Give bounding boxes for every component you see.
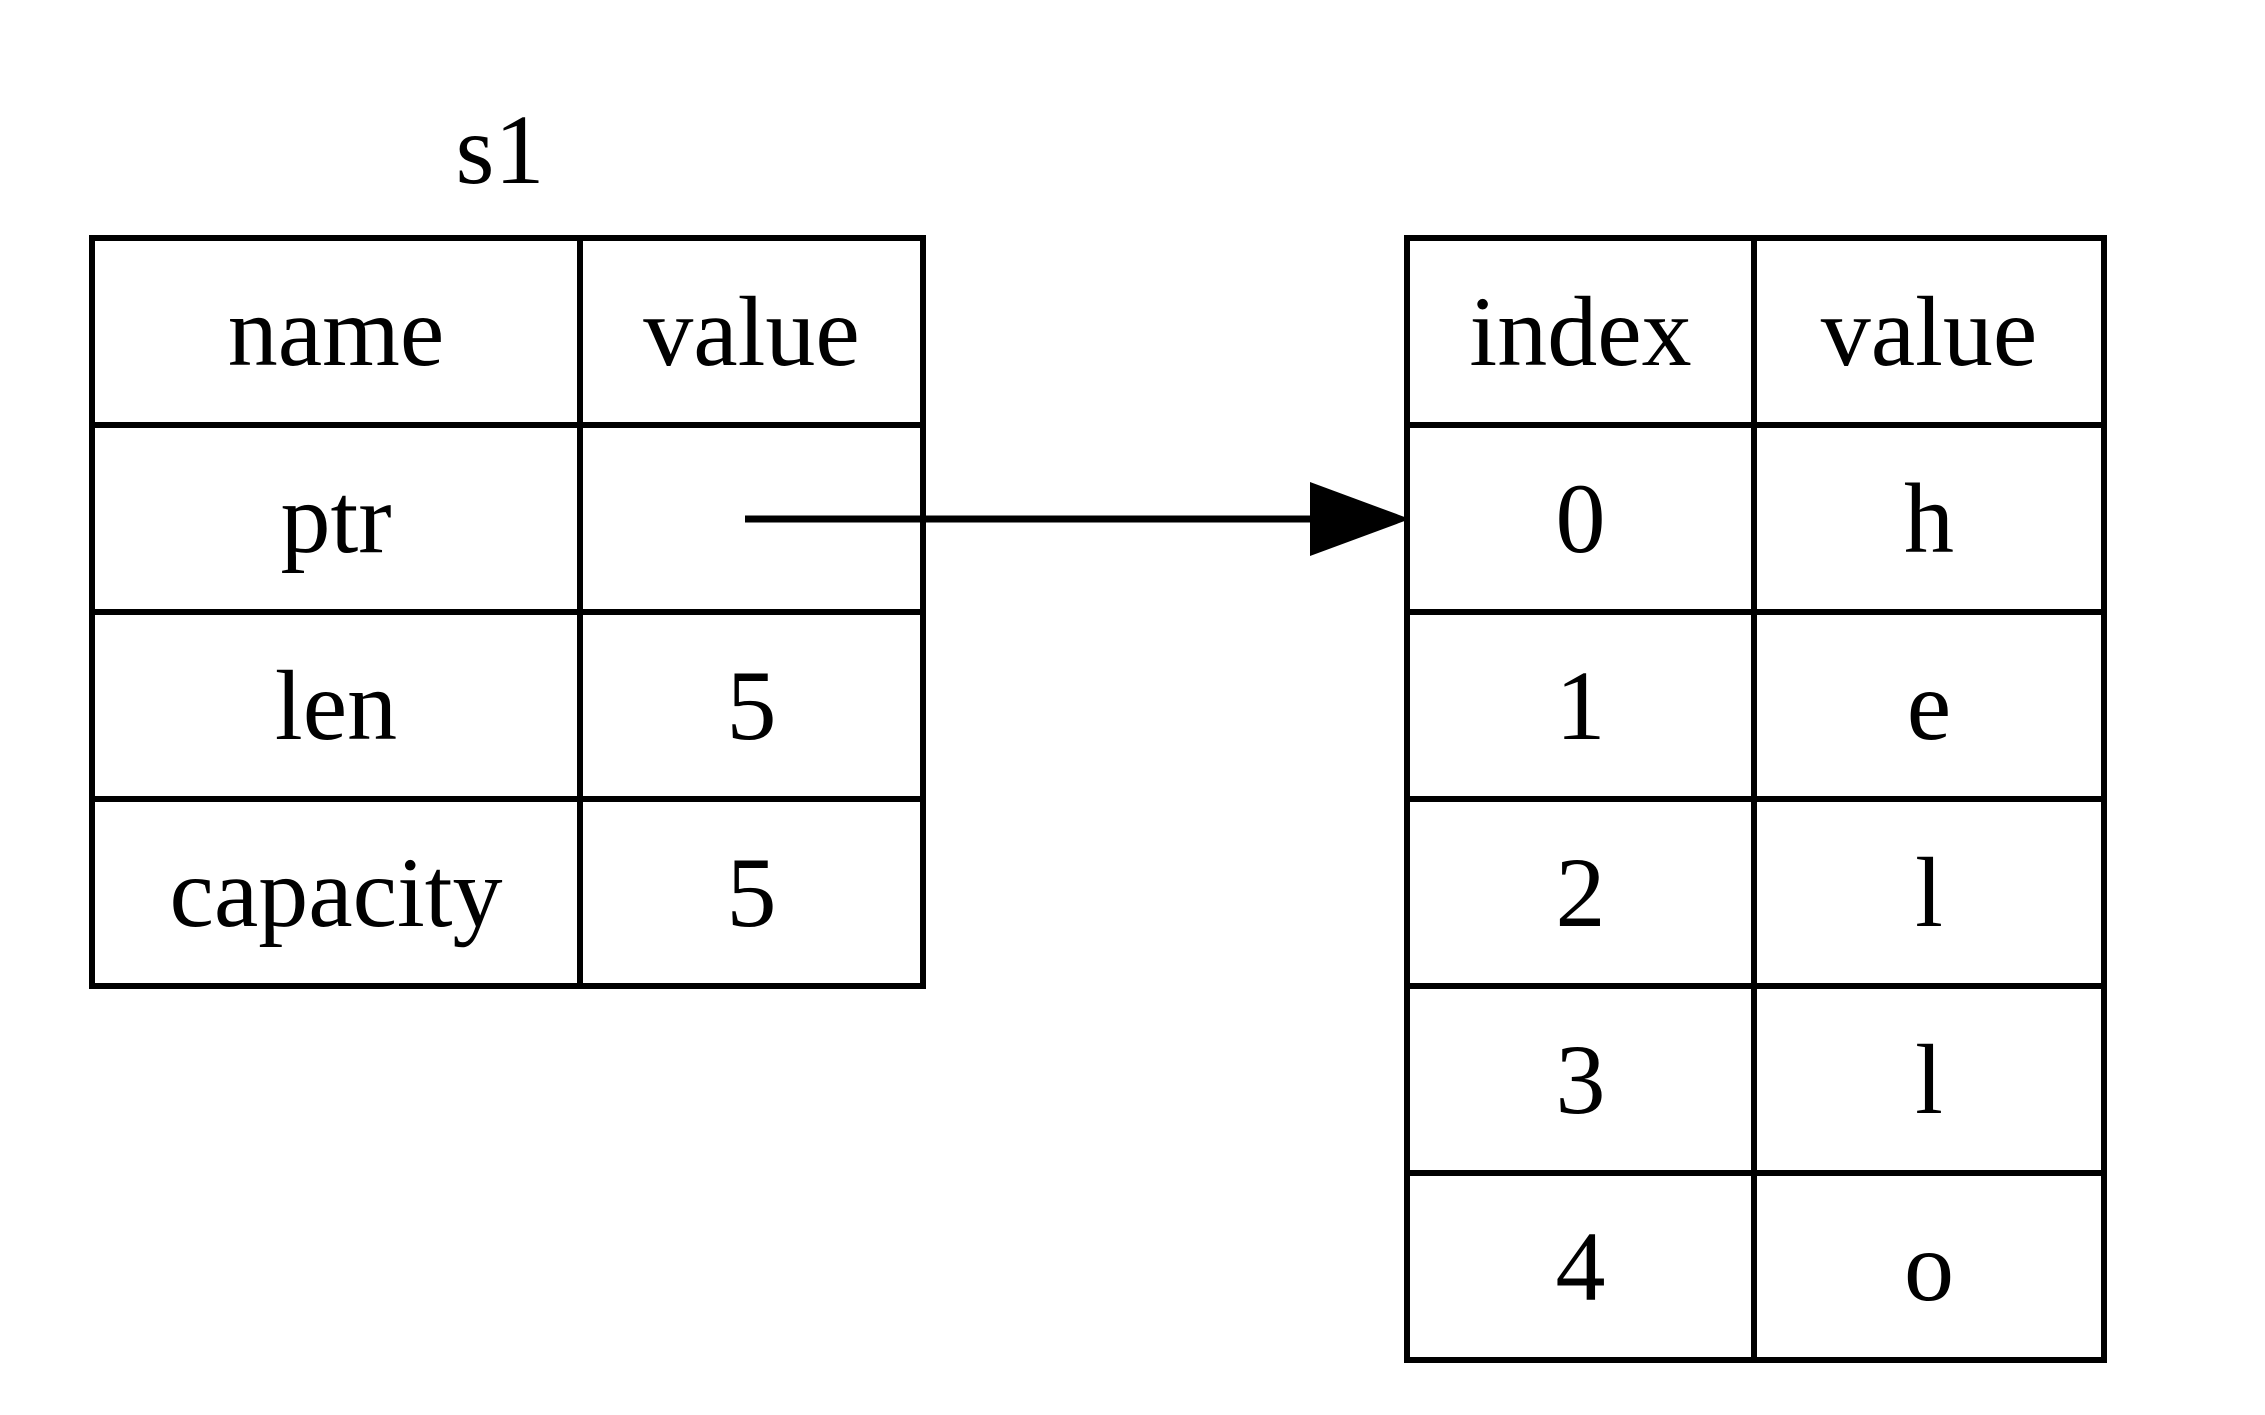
heap-header-value: value xyxy=(1751,235,2107,428)
heap-index-0: 0 xyxy=(1404,422,1757,615)
stack-variable-label: s1 xyxy=(455,94,545,205)
stack-row-capacity: capacity 5 xyxy=(89,796,926,989)
stack-row-ptr: ptr xyxy=(89,422,926,615)
heap-index-4: 4 xyxy=(1404,1170,1757,1363)
heap-row-4: 4 o xyxy=(1404,1170,2107,1363)
stack-header-row: name value xyxy=(89,235,926,428)
heap-row-2: 2 l xyxy=(1404,796,2107,989)
heap-index-3: 3 xyxy=(1404,983,1757,1176)
stack-row-len: len 5 xyxy=(89,609,926,802)
heap-value-2: l xyxy=(1751,796,2107,989)
heap-row-0: 0 h xyxy=(1404,422,2107,615)
heap-row-3: 3 l xyxy=(1404,983,2107,1176)
stack-ptr-name: ptr xyxy=(89,422,583,615)
stack-ptr-value xyxy=(577,422,926,615)
pointer-arrow-head xyxy=(1310,482,1410,556)
heap-row-1: 1 e xyxy=(1404,609,2107,802)
heap-value-4: o xyxy=(1751,1170,2107,1363)
heap-header-index: index xyxy=(1404,235,1757,428)
heap-index-1: 1 xyxy=(1404,609,1757,802)
stack-header-value: value xyxy=(577,235,926,428)
heap-header-row: index value xyxy=(1404,235,2107,428)
heap-table: index value 0 h 1 e 2 l 3 l 4 o xyxy=(1404,235,2107,1363)
stack-len-name: len xyxy=(89,609,583,802)
heap-index-2: 2 xyxy=(1404,796,1757,989)
stack-len-value: 5 xyxy=(577,609,926,802)
stack-table: name value ptr len 5 capacity 5 xyxy=(89,235,926,989)
heap-value-1: e xyxy=(1751,609,2107,802)
stack-capacity-value: 5 xyxy=(577,796,926,989)
heap-value-3: l xyxy=(1751,983,2107,1176)
heap-value-0: h xyxy=(1751,422,2107,615)
stack-capacity-name: capacity xyxy=(89,796,583,989)
stack-header-name: name xyxy=(89,235,583,428)
